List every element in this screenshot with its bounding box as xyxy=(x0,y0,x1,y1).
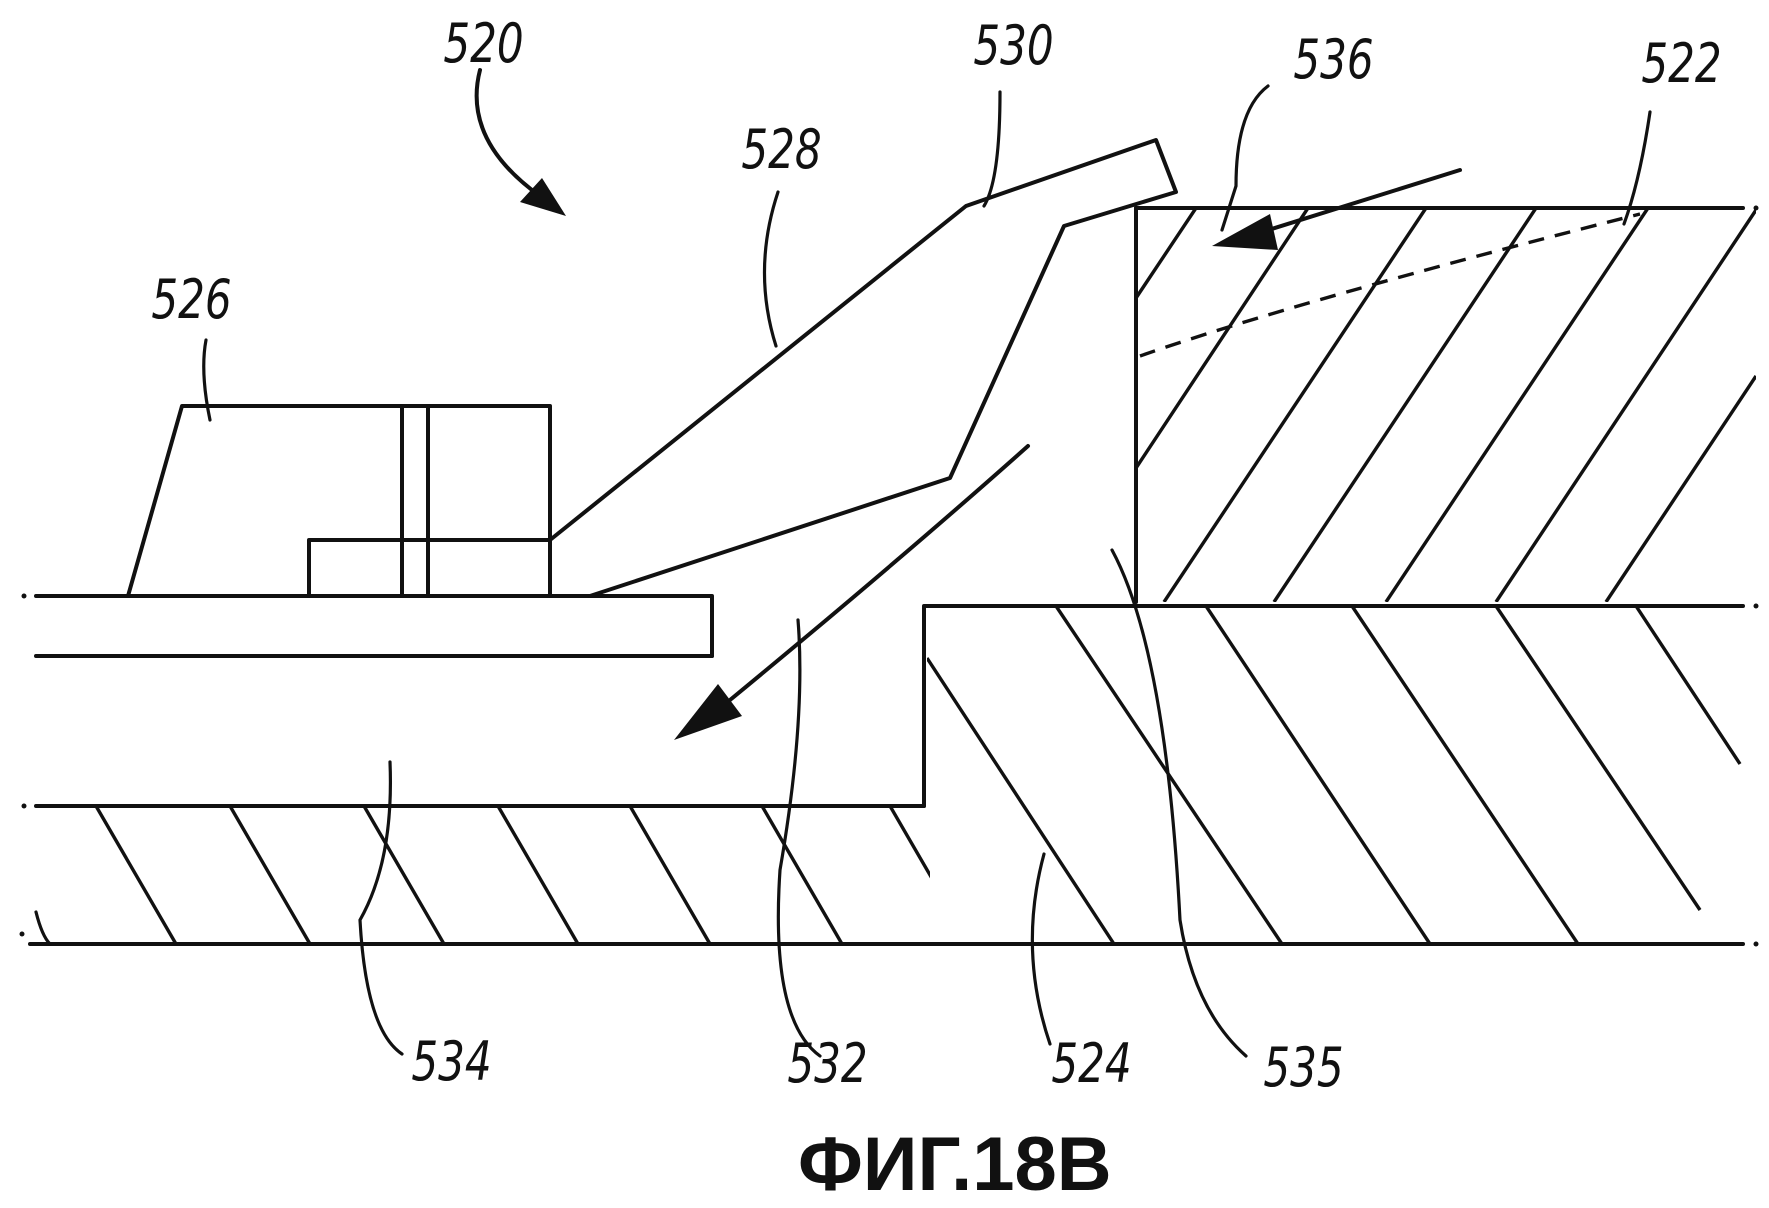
hatch-lower-wall xyxy=(94,806,930,944)
boundary-lines xyxy=(19,205,1759,947)
figure-caption: ФИГ.18B xyxy=(798,1122,1112,1207)
reference-labels: 520 530 536 522 528 526 534 532 524 535 xyxy=(151,13,1721,1099)
label-532: 532 xyxy=(787,1033,867,1095)
label-536: 536 xyxy=(1293,29,1373,91)
label-528: 528 xyxy=(741,119,821,181)
label-526: 526 xyxy=(151,269,231,331)
flow-arrow-upper xyxy=(1212,168,1462,250)
arrow-520 xyxy=(474,68,566,216)
component-526 xyxy=(126,404,592,598)
flow-arrow-lower xyxy=(674,444,1030,740)
hatch-middle-wall-524 xyxy=(927,606,1742,944)
hatch-upper-wall-522 xyxy=(1136,208,1756,602)
label-520: 520 xyxy=(443,13,523,75)
label-534: 534 xyxy=(411,1031,491,1093)
leader-lines xyxy=(202,84,1652,1058)
label-522: 522 xyxy=(1641,33,1721,95)
channel-outline xyxy=(588,206,1138,808)
label-535: 535 xyxy=(1263,1037,1343,1099)
flap-528-530 xyxy=(548,138,1178,598)
label-530: 530 xyxy=(973,15,1053,77)
label-524: 524 xyxy=(1051,1033,1131,1095)
